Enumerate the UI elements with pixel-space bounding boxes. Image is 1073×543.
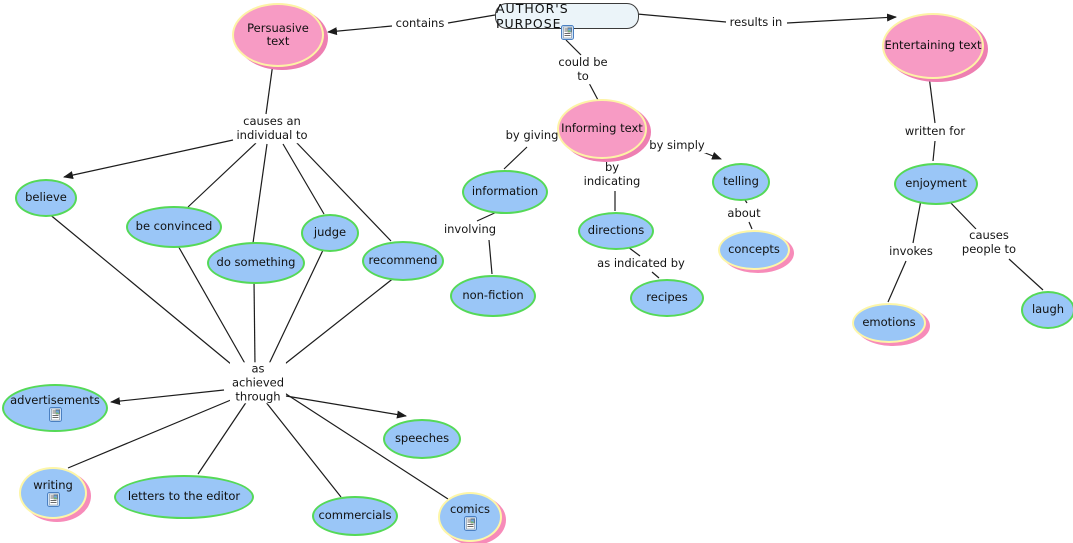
- node-label: commercials: [318, 508, 392, 523]
- node-writing[interactable]: writing: [19, 467, 87, 519]
- node-label: writing: [33, 477, 73, 492]
- node-label: letters to the editor: [127, 489, 241, 504]
- node-label: telling: [723, 174, 759, 189]
- node-concepts[interactable]: concepts: [718, 230, 790, 270]
- node-be-convinced[interactable]: be convinced: [126, 206, 222, 248]
- document-resource-icon[interactable]: [463, 516, 477, 532]
- document-resource-icon[interactable]: [46, 492, 60, 508]
- link-label-as-achieved-through[interactable]: as achieved through: [229, 361, 287, 404]
- node-label: non-fiction: [462, 288, 524, 303]
- node-label: judge: [313, 225, 347, 240]
- link-label-contains[interactable]: contains: [393, 16, 447, 31]
- link-label-could-be-to[interactable]: could be to: [556, 55, 610, 84]
- node-do-something[interactable]: do something: [207, 242, 305, 284]
- node-label: Persuasive text: [247, 20, 309, 48]
- link-label-as-indicated-by[interactable]: as indicated by: [595, 256, 687, 271]
- node-label: enjoyment: [905, 176, 967, 191]
- node-label: information: [471, 184, 539, 199]
- link-label-by-indicating[interactable]: by indicating: [581, 160, 643, 189]
- node-telling[interactable]: telling: [712, 163, 770, 201]
- node-label: directions: [587, 223, 645, 238]
- link-label-invokes[interactable]: invokes: [887, 244, 935, 259]
- node-directions[interactable]: directions: [578, 212, 654, 250]
- node-entertaining-text[interactable]: Entertaining text: [882, 13, 984, 79]
- node-label: believe: [25, 190, 67, 205]
- link-label-causes-an-individual-to[interactable]: causes an individual to: [234, 114, 310, 143]
- node-letters-to-the-editor[interactable]: letters to the editor: [114, 475, 254, 519]
- node-label: emotions: [862, 315, 916, 330]
- link-label-by-simply[interactable]: by simply: [647, 138, 707, 153]
- node-comics[interactable]: comics: [438, 492, 502, 542]
- node-believe[interactable]: believe: [15, 179, 77, 217]
- node-emotions[interactable]: emotions: [852, 303, 926, 343]
- node-enjoyment[interactable]: enjoyment: [894, 163, 978, 205]
- node-judge[interactable]: judge: [301, 214, 359, 252]
- link-label-about[interactable]: about: [725, 206, 763, 221]
- node-authors-purpose[interactable]: AUTHOR'S PURPOSE: [495, 1, 639, 31]
- node-label: recipes: [646, 290, 688, 305]
- node-label: Entertaining text: [884, 38, 982, 53]
- node-information[interactable]: information: [462, 170, 548, 214]
- link-label-involving[interactable]: involving: [441, 222, 499, 237]
- node-label: speeches: [394, 431, 450, 446]
- node-label: advertisements: [10, 392, 100, 407]
- node-non-fiction[interactable]: non-fiction: [450, 275, 536, 317]
- node-label: Informing text: [561, 121, 643, 136]
- link-lines: [47, 13, 1044, 500]
- node-informing-text[interactable]: Informing text: [557, 99, 647, 159]
- node-label: do something: [216, 255, 296, 270]
- node-label: be convinced: [135, 219, 213, 234]
- node-label: concepts: [728, 242, 780, 257]
- node-advertisements[interactable]: advertisements: [2, 384, 108, 432]
- document-resource-icon[interactable]: [561, 25, 574, 40]
- link-label-by-giving[interactable]: by giving: [503, 128, 561, 143]
- node-label: laugh: [1031, 302, 1065, 317]
- node-persuasive-text[interactable]: Persuasive text: [232, 3, 324, 67]
- node-label: comics: [449, 501, 491, 516]
- link-label-written-for[interactable]: written for: [902, 124, 968, 139]
- node-recipes[interactable]: recipes: [630, 279, 704, 317]
- node-label: AUTHOR'S PURPOSE: [496, 1, 569, 31]
- node-laugh[interactable]: laugh: [1021, 291, 1073, 329]
- node-speeches[interactable]: speeches: [383, 419, 461, 459]
- node-commercials[interactable]: commercials: [312, 496, 398, 536]
- node-label: recommend: [368, 253, 438, 268]
- document-resource-icon[interactable]: [48, 407, 62, 423]
- node-recommend[interactable]: recommend: [362, 241, 444, 281]
- link-label-causes-people-to[interactable]: causes people to: [959, 228, 1019, 257]
- link-label-results-in[interactable]: results in: [727, 15, 785, 30]
